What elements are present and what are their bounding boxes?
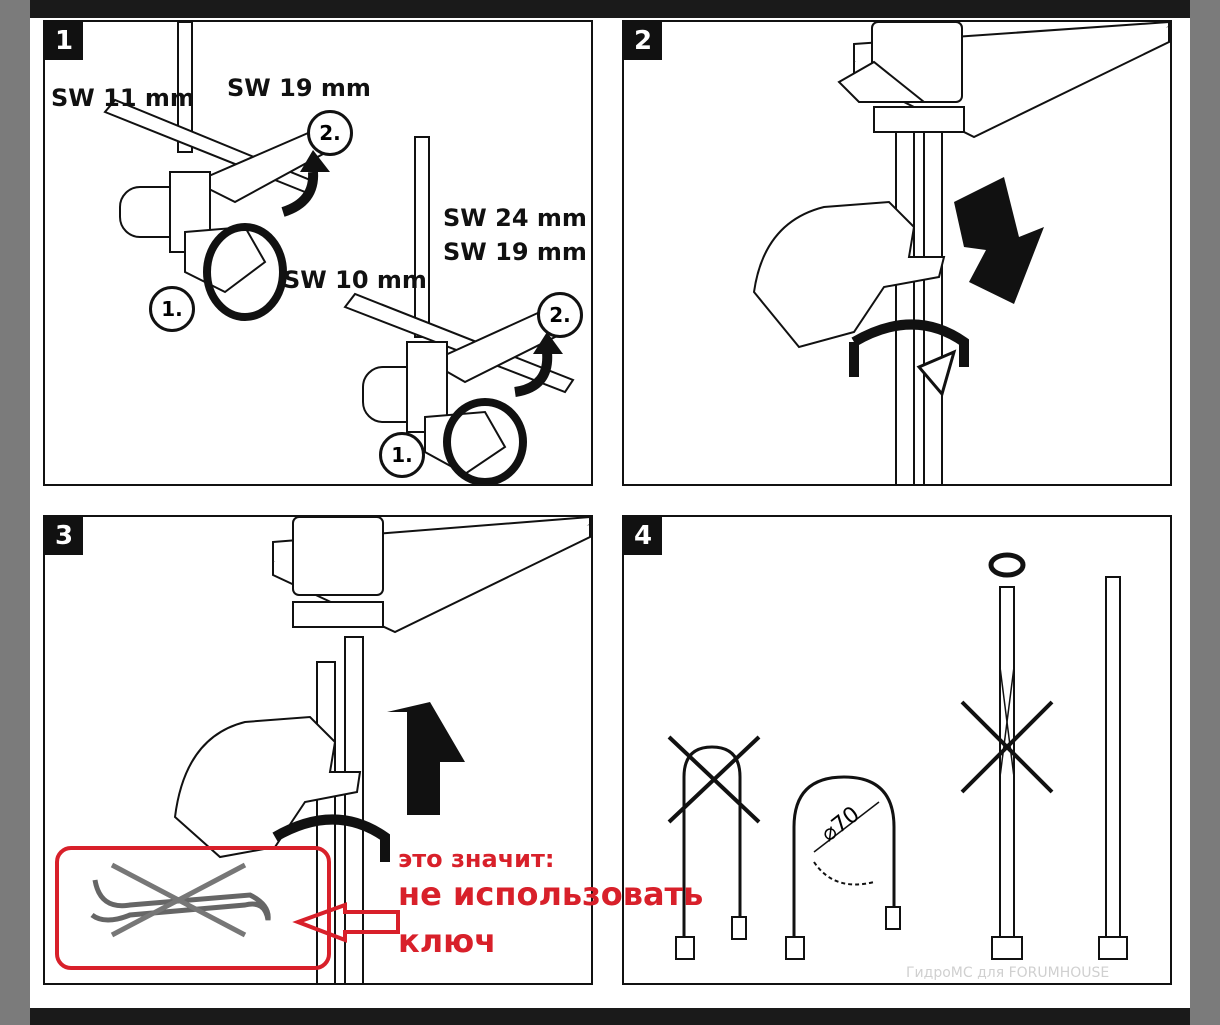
step-circle-1-upper: 1. bbox=[149, 286, 195, 332]
diameter-line bbox=[813, 801, 880, 853]
twist-arrow bbox=[988, 552, 1026, 578]
faucet-body bbox=[292, 517, 384, 596]
hose-left bbox=[895, 131, 915, 484]
mounting-nut bbox=[873, 106, 965, 133]
hose-twisted bbox=[999, 586, 1015, 948]
step-circle-2-upper: 2. bbox=[307, 110, 353, 156]
step-circle-2-lower: 2. bbox=[537, 292, 583, 338]
left-margin bbox=[0, 0, 30, 1025]
hand bbox=[173, 715, 362, 859]
step-number-4: 4 bbox=[624, 517, 662, 555]
hose-pipe-upper bbox=[177, 22, 193, 153]
label-sw10: SW 10 mm bbox=[283, 266, 427, 294]
rotation-arrow-1-upper bbox=[203, 223, 287, 321]
panel-3-drawing bbox=[173, 517, 591, 983]
rotation-arrow bbox=[851, 319, 969, 367]
hose-straight bbox=[1105, 576, 1121, 948]
panel-step-2: 2 bbox=[622, 20, 1172, 486]
step-number-2: 2 bbox=[624, 22, 662, 60]
panel-1-drawing bbox=[103, 22, 577, 484]
curved-arrow-upper bbox=[281, 171, 319, 217]
step-number-1: 1 bbox=[45, 22, 83, 60]
up-arrow bbox=[387, 702, 465, 815]
panel-step-1: 1 SW 11 mm SW 19 mm SW 24 mm SW 19 mm SW… bbox=[43, 20, 593, 486]
hose-right bbox=[344, 636, 364, 983]
label-sw19-top: SW 19 mm bbox=[227, 74, 371, 102]
watermark: ГидроМС для FORUMHOUSE bbox=[906, 965, 1110, 981]
mounting-nut bbox=[292, 601, 384, 628]
curved-arrow-lower bbox=[514, 351, 553, 397]
top-border bbox=[30, 0, 1190, 18]
annotation-line-2: не использовать bbox=[398, 875, 704, 913]
label-sw19-right: SW 19 mm bbox=[443, 238, 587, 266]
hose-tight-bend bbox=[682, 745, 742, 937]
down-arrow bbox=[954, 177, 1044, 304]
bottom-border bbox=[30, 1008, 1190, 1025]
annotation-line-3: ключ bbox=[398, 922, 497, 960]
annotation-line-1: это значит: bbox=[398, 845, 555, 873]
label-sw24: SW 24 mm bbox=[443, 204, 587, 232]
step-circle-1-lower: 1. bbox=[379, 432, 425, 478]
panel-4-drawing bbox=[667, 552, 1128, 960]
cross-mark-right-b bbox=[960, 700, 1054, 794]
panel-step-4: 4 ⌀70 bbox=[622, 515, 1172, 985]
panel-2-drawing bbox=[752, 22, 1170, 484]
hose-right bbox=[923, 131, 943, 484]
hose-correct-bend bbox=[792, 775, 896, 937]
panel-step-3: 3 bbox=[43, 515, 593, 985]
hose-pipe-lower bbox=[414, 136, 430, 338]
valve-knob-lower bbox=[424, 410, 507, 476]
step-number-3: 3 bbox=[45, 517, 83, 555]
right-margin bbox=[1190, 0, 1220, 1025]
hand bbox=[752, 200, 946, 349]
rotation-arrow-1-lower bbox=[443, 398, 527, 484]
cross-mark-left-b bbox=[667, 735, 761, 824]
label-sw11: SW 11 mm bbox=[51, 84, 195, 112]
rotation-arrow bbox=[272, 814, 390, 862]
